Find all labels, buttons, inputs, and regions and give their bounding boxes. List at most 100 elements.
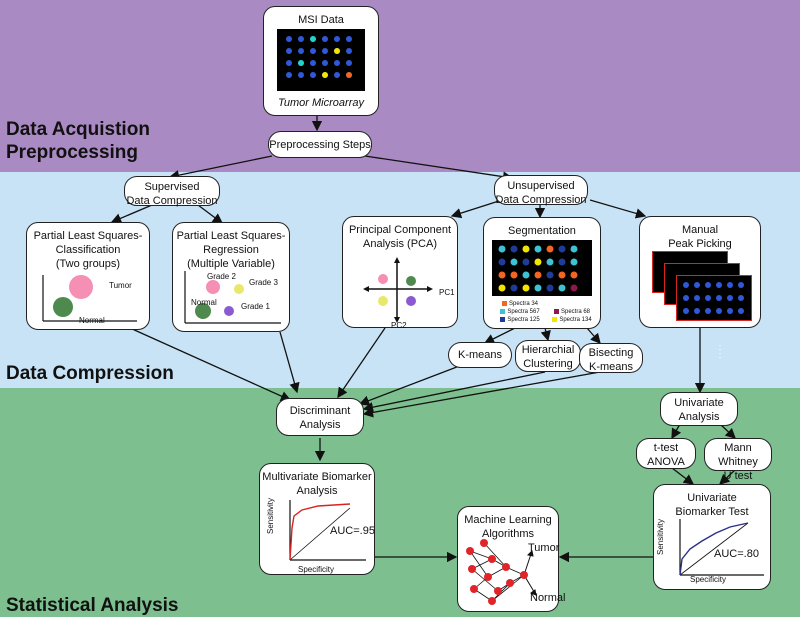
legend-item-spectra-125: Spectra 125 [494,316,546,324]
discriminant-line2: Analysis [299,419,341,431]
plsc-line1: Partial Least Squares- [33,230,143,242]
legend-label: Spectra 134 [559,317,592,323]
plsc-line2: Classification [55,244,121,256]
plsr-grade2-label: Grade 2 [207,272,236,281]
tissue-microarray-image [277,29,365,91]
ttest-anova-node: t-test ANOVA [636,438,696,469]
preprocessing-node: Preprocessing Steps [268,131,372,158]
pca-line2: Analysis (PCA) [363,238,437,250]
bisecting-line2: K-means [588,361,634,373]
multivariate-roc [289,500,366,561]
hierarchical-line1: Hierarchial [521,344,575,356]
ml-network [466,539,537,605]
univariate-analysis-node: Univariate Analysis [660,392,738,426]
ml-line1: Machine Learning [464,514,552,526]
plsr-line1: Partial Least Squares- [176,230,286,242]
ml-line2: Algorithms [482,528,534,540]
segmentation-node: Segmentation Spectra 34 Spectra 567 Spec… [483,217,601,329]
manual-line2: Peak Picking [668,238,732,250]
bisecting-kmeans-node: Bisecting K-means [579,343,643,373]
legend-label: Spectra 125 [507,317,540,323]
legend-label: Spectra 68 [560,309,591,315]
supervised-line2: Data Compression [126,195,218,207]
unsupervised-line2: Data Compression [495,194,587,206]
hierarchical-clustering-node: Hierarchial Clustering [515,340,581,372]
segmentation-legend-right: Spectra 68 Spectra 134 [546,308,598,324]
legend-item-spectra-68: Spectra 68 [546,308,598,316]
plsc-tumor-label: Tumor [109,281,132,290]
supervised-node: Supervised Data Compression [124,176,220,207]
multivariate-line1: Multivariate Biomarker [262,471,372,483]
univariate-roc [679,519,764,576]
plsr-scatter [184,271,281,324]
section-title-acquisition-line2: Preprocessing [6,142,138,163]
legend-swatch [500,316,506,322]
plsr-grade3-label: Grade 3 [249,278,278,287]
multivariate-ylabel: Sensitivity [266,497,275,534]
plsr-node: Partial Least Squares- Regression (Multi… [172,222,290,332]
mannwhitney-line1: Mann Whitney [718,442,758,468]
ml-tumor-label: Tumor [528,542,560,554]
legend-swatch [500,308,506,314]
legend-item-spectra-134: Spectra 134 [546,316,598,324]
plsr-grade1-label: Grade 1 [241,302,270,311]
bisecting-line1: Bisecting [588,347,634,359]
multivariate-xlabel: Specificity [298,565,335,574]
pca-line1: Principal Component [348,224,452,236]
section-title-statistical: Statistical Analysis [6,595,179,616]
ttest-line1: t-test [653,442,679,454]
multivariate-line2: Analysis [296,485,338,497]
segmentation-title: Segmentation [508,225,576,237]
segmentation-spots [498,245,578,292]
plsr-normal-label: Normal [191,298,217,307]
legend-item-spectra-567: Spectra 567 [494,308,546,316]
section-title-compression: Data Compression [6,363,174,384]
legend-swatch [553,308,559,314]
mann-whitney-node: Mann Whitney U test [704,438,772,482]
msi-title: MSI Data [298,14,344,26]
manual-peak-picking-node: Manual Peak Picking [639,216,761,328]
manual-line1: Manual [681,224,719,236]
acquisition-band [0,0,800,172]
supervised-line1: Supervised [144,181,200,193]
plsr-line3: (Multiple Variable) [187,258,275,270]
discriminant-line1: Discriminant [289,405,351,417]
peak-image-3 [676,275,752,321]
pca-pc1-label: PC1 [439,288,455,297]
section-title-acquisition: Data Acquistion Preprocessing [6,118,150,164]
legend-label: Spectra 34 [508,301,539,307]
hierarchical-line2: Clustering [523,358,573,370]
plsc-node: Partial Least Squares- Classification (T… [26,222,150,330]
univariate-test-line2: Biomarker Test [675,506,749,518]
unsupervised-node: Unsupervised Data Compression [494,175,588,206]
segmentation-image [492,240,592,296]
kmeans-node: K-means [448,342,512,368]
plsc-line3: (Two groups) [55,258,121,270]
msi-caption: Tumor Microarray [278,97,364,109]
univariate-line1: Univariate [674,397,724,409]
univariate-test-xlabel: Specificity [690,575,727,584]
plsr-line2: Regression [203,244,259,256]
msi-data-node: MSI Data Tumor Microarray [263,6,379,116]
ml-normal-label: Normal [530,592,566,604]
ttest-line2: ANOVA [647,456,685,468]
plsc-scatter [42,275,137,322]
peak-image-spots [683,282,744,314]
legend-swatch [501,300,507,306]
pca-pc2-label: PC2 [391,321,407,330]
univariate-test-ylabel: Sensitivity [656,518,665,555]
univariate-line2: Analysis [678,411,720,423]
multivariate-biomarker-node: Multivariate Biomarker Analysis Sensitiv… [259,463,375,575]
legend-item-spectra-34: Spectra 34 [494,300,546,308]
legend-label: Spectra 567 [507,309,540,315]
multivariate-auc: AUC=.95 [330,525,375,537]
section-title-acquisition-line1: Data Acquistion [6,119,150,140]
univariate-test-auc: AUC=.80 [714,548,759,560]
pca-plot [363,257,433,323]
plsc-normal-label: Normal [79,316,105,325]
mannwhitney-line2: U test [723,470,753,482]
tissue-microarray-spots [286,36,352,78]
legend-swatch [552,316,558,322]
machine-learning-node: Machine Learning Algorithms Tumor Normal [457,506,565,612]
segmentation-legend-left: Spectra 34 Spectra 567 Spectra 125 [494,300,546,324]
